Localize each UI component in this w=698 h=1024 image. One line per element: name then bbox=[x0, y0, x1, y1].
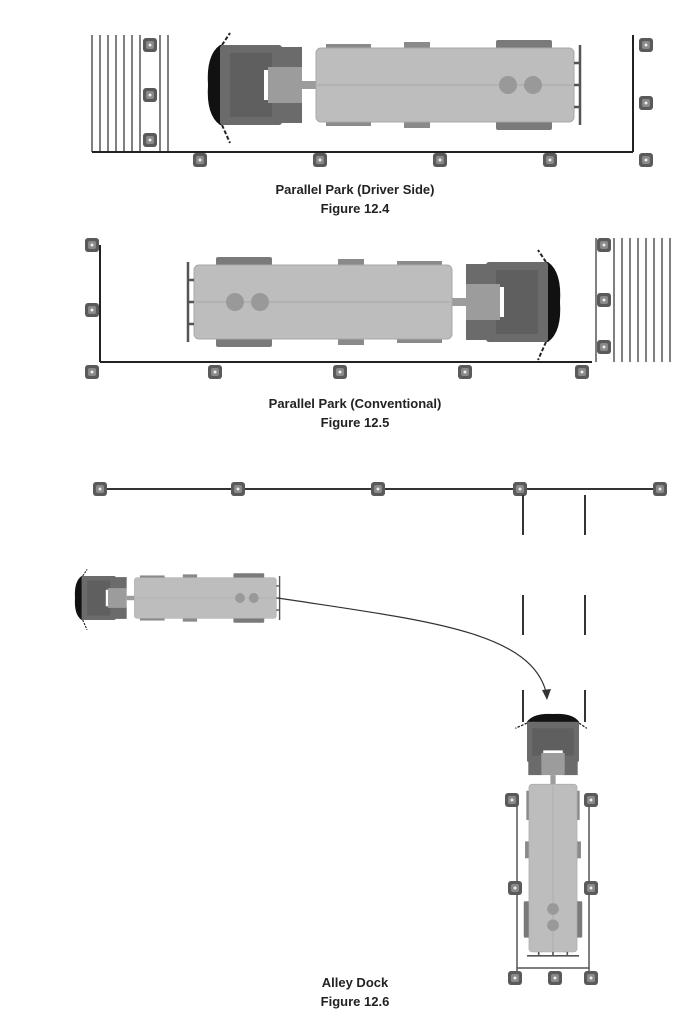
tractor-trailer bbox=[186, 248, 562, 362]
cone bbox=[333, 365, 347, 379]
caption-figure-12-6: Alley Dock Figure 12.6 bbox=[0, 973, 698, 1011]
caption-title: Alley Dock bbox=[321, 975, 389, 990]
caption-number: Figure 12.4 bbox=[320, 201, 390, 216]
arrowhead-icon bbox=[542, 689, 551, 700]
cone bbox=[85, 365, 99, 379]
cone bbox=[639, 38, 653, 52]
tractor-trailer bbox=[206, 31, 582, 145]
cone bbox=[143, 88, 157, 102]
cone bbox=[653, 482, 667, 496]
caption-title: Parallel Park (Conventional) bbox=[268, 396, 442, 411]
figure-12-5-parallel-park-conventional bbox=[85, 238, 671, 379]
cone bbox=[85, 303, 99, 317]
cone bbox=[505, 793, 519, 807]
figure-12-6-alley-dock bbox=[74, 482, 667, 985]
caption-number: Figure 12.6 bbox=[320, 994, 390, 1009]
cone bbox=[639, 153, 653, 167]
cone bbox=[597, 340, 611, 354]
figure-12-4-parallel-park-driver-side bbox=[91, 31, 653, 167]
path-arrow bbox=[277, 597, 547, 693]
caption-figure-12-4: Parallel Park (Driver Side) Figure 12.4 bbox=[0, 180, 698, 218]
hatched-area bbox=[595, 238, 671, 362]
cone bbox=[639, 96, 653, 110]
alley-dashed-lines bbox=[522, 495, 586, 722]
cone bbox=[433, 153, 447, 167]
cone bbox=[597, 238, 611, 252]
cone bbox=[85, 238, 99, 252]
cone bbox=[575, 365, 589, 379]
tractor-trailer-start bbox=[74, 568, 281, 631]
cone bbox=[231, 482, 245, 496]
cone bbox=[458, 365, 472, 379]
cone bbox=[193, 153, 207, 167]
cone bbox=[584, 881, 598, 895]
caption-title: Parallel Park (Driver Side) bbox=[275, 182, 435, 197]
cone bbox=[313, 153, 327, 167]
cone bbox=[597, 293, 611, 307]
tractor-trailer-docked bbox=[514, 713, 588, 957]
cone bbox=[371, 482, 385, 496]
caption-number: Figure 12.5 bbox=[320, 415, 390, 430]
cone bbox=[208, 365, 222, 379]
cone bbox=[543, 153, 557, 167]
cone bbox=[143, 38, 157, 52]
hatched-area bbox=[91, 35, 169, 152]
cone bbox=[93, 482, 107, 496]
cone bbox=[508, 881, 522, 895]
cone bbox=[584, 793, 598, 807]
cone bbox=[143, 133, 157, 147]
cone bbox=[513, 482, 527, 496]
caption-figure-12-5: Parallel Park (Conventional) Figure 12.5 bbox=[0, 394, 698, 432]
